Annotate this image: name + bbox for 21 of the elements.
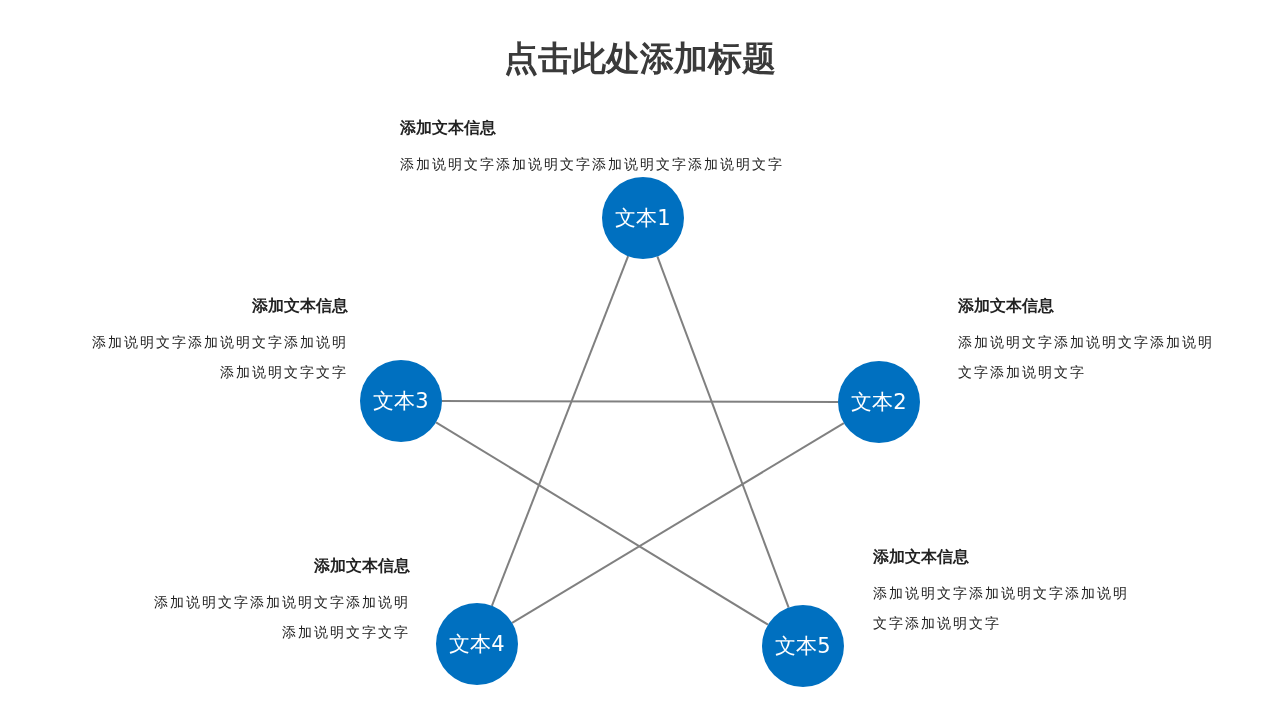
node-label: 文本1	[615, 205, 671, 232]
description-text: 添加说明文字添加说明文字添加说明文字添加说明文字	[958, 333, 1215, 382]
description-text: 添加说明文字添加说明文字添加说明文字添加说明文字	[873, 584, 1130, 633]
node-label: 文本2	[851, 389, 907, 416]
connector-line	[511, 422, 845, 624]
description-text: 添加说明文字添加说明文字添加说明文字添加说明文字	[400, 155, 785, 174]
info-heading: 添加文本信息	[313, 556, 410, 577]
node-label: 文本5	[775, 633, 831, 660]
connector-line	[490, 255, 630, 607]
info-heading: 添加文本信息	[958, 296, 1055, 317]
node-label: 文本3	[373, 388, 429, 415]
title: 点击此处添加标题	[503, 37, 777, 80]
connector-line	[441, 400, 839, 403]
connector-line	[656, 255, 790, 609]
info-heading: 添加文本信息	[251, 296, 348, 317]
info-heading: 添加文本信息	[873, 547, 970, 568]
node-label: 文本4	[449, 631, 505, 658]
info-heading: 添加文本信息	[400, 118, 497, 139]
connector-line	[435, 421, 769, 626]
description-text: 添加说明文字添加说明文字添加说明添加说明文字文字	[91, 333, 348, 382]
description-text: 添加说明文字添加说明文字添加说明添加说明文字文字	[153, 593, 410, 642]
